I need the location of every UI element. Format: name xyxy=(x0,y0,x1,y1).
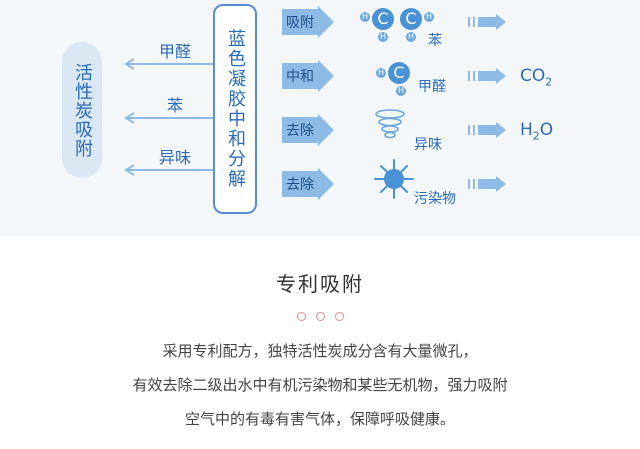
formaldehyde-label: 甲醛 xyxy=(418,79,446,95)
output-arrow-icon xyxy=(468,68,506,84)
output-arrow-icon xyxy=(468,14,506,30)
process-label: 去除 xyxy=(286,177,314,193)
left-item-label: 苯 xyxy=(166,96,183,115)
description-line-2: 有效去除二级出水中有机污染物和某些无机物，强力吸附 xyxy=(132,376,508,394)
hydrogen-atom: H xyxy=(360,12,370,22)
h2o-h-text: H xyxy=(520,120,533,140)
description-line-1: 采用专利配方，独特活性炭成分含有大量微孔， xyxy=(162,342,478,360)
process-arrow-icon xyxy=(282,114,334,146)
left-item-benzene: 苯 xyxy=(120,92,220,132)
odor-swirl-icon xyxy=(375,109,405,139)
process-arrow-icon xyxy=(282,168,334,200)
blue-gel-box: 蓝色凝胶中和分解 xyxy=(213,4,257,214)
dot-icon xyxy=(296,312,306,321)
benzene-label: 苯 xyxy=(428,33,442,49)
output-arrow-icon xyxy=(468,122,506,138)
hydrogen-atom: H xyxy=(396,86,406,96)
odor-label: 异味 xyxy=(414,137,442,153)
process-adsorb: 吸附 xyxy=(282,6,336,38)
hydrogen-atom: H xyxy=(424,12,434,22)
left-item-odor: 异味 xyxy=(120,144,220,184)
activated-carbon-label: 活性炭吸附 xyxy=(72,62,93,158)
h2o-subscript: 2 xyxy=(532,129,540,143)
process-arrow-icon xyxy=(282,6,334,38)
process-neutralize: 中和 xyxy=(282,60,336,92)
left-item-formaldehyde: 甲醛 xyxy=(120,38,220,78)
output-arrow-icon xyxy=(468,176,506,192)
hydrogen-atom: H xyxy=(378,32,388,42)
dot-icon xyxy=(334,312,344,321)
process-label: 去除 xyxy=(286,123,314,139)
h2o-o-text: O xyxy=(539,120,554,140)
co2-product: CO2 xyxy=(520,66,552,88)
carbon-atom: C xyxy=(372,8,394,30)
h2o-product: H2O xyxy=(520,120,553,142)
left-item-label: 异味 xyxy=(158,148,191,167)
left-arrow-icon xyxy=(124,112,218,124)
section-title: 专利吸附 xyxy=(276,272,364,296)
process-remove: 去除 xyxy=(282,114,336,146)
left-item-label: 甲醛 xyxy=(158,42,191,61)
blue-gel-label: 蓝色凝胶中和分解 xyxy=(225,29,246,189)
dot-icon xyxy=(315,312,325,321)
left-arrow-icon xyxy=(124,164,218,176)
germ-icon xyxy=(374,159,414,199)
title-dots-divider xyxy=(0,306,640,325)
benzene-molecule-icon: H C H C H H xyxy=(358,4,440,46)
co2-text: CO xyxy=(520,66,546,86)
process-label: 中和 xyxy=(286,69,314,85)
carbon-atom: C xyxy=(400,8,422,30)
hydrogen-atom: H xyxy=(376,68,386,78)
formaldehyde-molecule-icon: H C H xyxy=(376,60,420,96)
pollutant-label: 污染物 xyxy=(414,191,456,207)
left-arrow-icon xyxy=(124,58,218,70)
hydrogen-atom: H xyxy=(406,32,416,42)
process-remove-2: 去除 xyxy=(282,168,336,200)
description-line-3: 空气中的有毒有害气体，保障呼吸健康。 xyxy=(184,410,455,428)
co2-subscript: 2 xyxy=(545,75,553,89)
carbon-atom: C xyxy=(388,62,410,84)
process-label: 吸附 xyxy=(286,15,314,31)
diagram-panel: 活性炭吸附 甲醛 苯 异味 蓝色凝胶中和分解 吸附 中和 去除 xyxy=(0,0,640,237)
activated-carbon-pill: 活性炭吸附 xyxy=(62,42,102,178)
process-arrow-icon xyxy=(282,60,334,92)
